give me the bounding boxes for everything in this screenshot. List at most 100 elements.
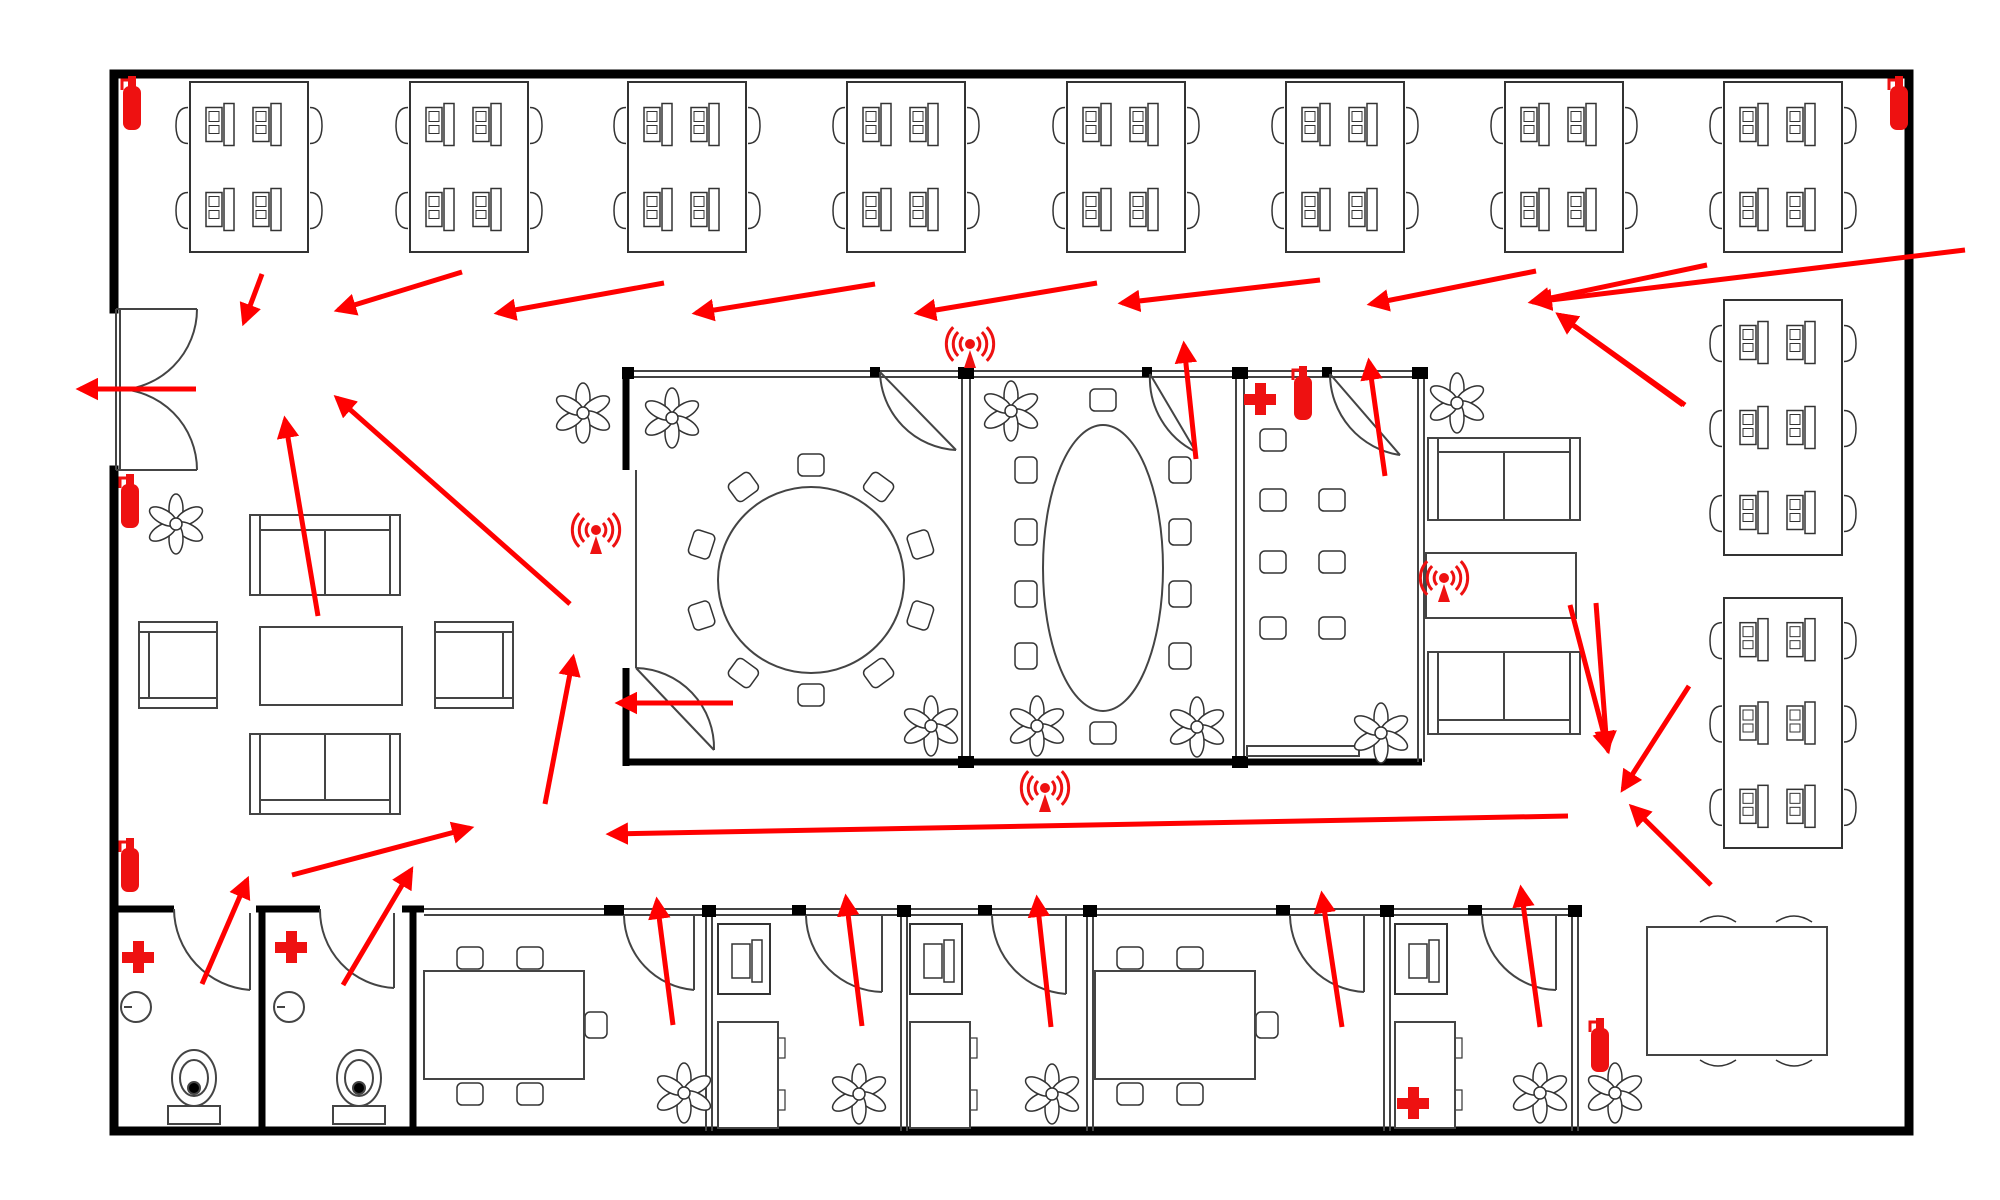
fire-extinguisher-icon — [118, 474, 139, 528]
workstation-cluster — [1052, 81, 1200, 253]
reception-desk — [1646, 926, 1828, 1056]
workstation-cluster — [395, 81, 543, 253]
alarm-beacon-icon — [570, 512, 622, 554]
office-table — [423, 970, 585, 1080]
potted-plant-icon — [903, 695, 959, 757]
evacuation-arrow — [1117, 277, 1321, 313]
evacuation-arrow — [340, 866, 414, 987]
fire-extinguisher-icon — [120, 76, 141, 130]
lounge-area — [138, 437, 1581, 815]
evacuation-arrow — [1567, 604, 1615, 755]
workstation-cluster — [1709, 299, 1857, 556]
office-table — [1094, 970, 1256, 1080]
potted-plant-icon — [1512, 1062, 1568, 1124]
evacuation-arrow — [1512, 884, 1543, 1028]
potted-plant-icon — [1024, 1063, 1080, 1125]
filing-cabinet — [1394, 1021, 1456, 1129]
potted-plant-icon — [831, 1063, 887, 1125]
potted-plant-icon — [644, 387, 700, 449]
potted-plants — [148, 372, 1643, 1125]
meeting-room-doors[interactable] — [635, 371, 1401, 751]
potted-plant-icon — [1009, 695, 1065, 757]
evacuation-arrow — [1366, 268, 1537, 312]
workstation-cluster — [1490, 81, 1638, 253]
evacuation-arrow — [1529, 247, 1966, 312]
evacuation-arrow — [1527, 262, 1708, 310]
evacuation-arrow — [542, 653, 581, 805]
potted-plant-icon — [1169, 696, 1225, 758]
evacuation-arrow — [648, 896, 676, 1026]
evacuation-arrow — [493, 280, 665, 321]
armchair — [434, 621, 514, 709]
fire-extinguisher-icon — [1588, 1018, 1609, 1072]
restroom-fixtures — [120, 991, 386, 1125]
meeting-chairs — [456, 388, 1463, 1111]
workstation-cluster — [175, 81, 323, 253]
evacuation-arrow — [837, 893, 865, 1027]
sink — [120, 991, 152, 1023]
workstation-cluster — [1271, 81, 1419, 253]
filing-cabinet — [909, 1021, 971, 1129]
office-furniture — [423, 926, 1828, 1129]
sofa — [1427, 651, 1581, 735]
first-aid-cross-icon — [1397, 1087, 1429, 1119]
round-meeting-table — [717, 486, 905, 674]
evacuation-arrow — [1174, 340, 1199, 460]
sink — [273, 991, 305, 1023]
evacuation-arrow — [239, 273, 265, 327]
evacuation-arrow — [199, 875, 251, 985]
evacuation-arrow — [1313, 890, 1345, 1028]
evacuation-arrow — [1593, 602, 1617, 754]
potted-plant-icon — [1353, 702, 1409, 764]
evacuation-arrow — [605, 813, 1569, 845]
evacuation-arrow — [1555, 312, 1687, 408]
armchair — [138, 621, 218, 709]
alarm-beacon-icon — [1019, 770, 1071, 812]
first-aid-cross-icon — [1244, 383, 1276, 415]
safety-equipment — [118, 76, 1908, 1119]
workstation-cluster — [832, 81, 980, 253]
first-aid-cross-icon — [275, 931, 307, 963]
training-room-tv — [1246, 745, 1360, 757]
evacuation-arrow — [291, 821, 475, 878]
potted-plant-icon — [555, 382, 611, 444]
potted-plant-icon — [148, 493, 204, 555]
evacuation-arrow — [1027, 894, 1054, 1028]
toilet — [167, 1049, 221, 1125]
workstation-cluster — [613, 81, 761, 253]
sofa — [1427, 437, 1581, 521]
alarm-beacon-icon — [944, 326, 996, 368]
filing-cabinet — [717, 1021, 779, 1129]
evacuation-arrow — [913, 280, 1098, 322]
sofa — [249, 514, 401, 596]
first-aid-cross-icon — [122, 941, 154, 973]
potted-plant-icon — [1429, 372, 1485, 434]
potted-plant-icon — [1587, 1062, 1643, 1124]
side-table — [1425, 552, 1577, 619]
evacuation-arrow — [333, 395, 572, 606]
lower-wing — [114, 905, 1582, 1131]
workstation-cluster — [1709, 597, 1857, 849]
toilet — [332, 1049, 386, 1125]
sofa — [249, 733, 401, 815]
evacuation-routes — [75, 247, 1966, 1028]
evacuation-arrow — [276, 415, 321, 617]
evacuation-arrow — [333, 269, 463, 316]
fire-extinguisher-icon — [1291, 366, 1312, 420]
fire-extinguisher-icon — [1887, 76, 1908, 130]
office-desks — [717, 923, 1448, 995]
evacuation-arrow — [1628, 803, 1713, 887]
office-doors[interactable] — [173, 908, 1557, 995]
coffee-table — [259, 626, 403, 706]
potted-plant-icon — [656, 1062, 712, 1124]
evacuation-arrow — [1620, 684, 1692, 793]
alarm-beacon-icon — [1418, 560, 1470, 602]
workstation-cluster — [1709, 81, 1857, 253]
fire-extinguisher-icon — [118, 838, 139, 892]
potted-plant-icon — [983, 380, 1039, 442]
outer-walls — [109, 69, 1914, 1136]
oval-conference-table — [1042, 424, 1164, 712]
evacuation-arrow — [691, 281, 876, 322]
evacuation-arrow — [1360, 357, 1388, 477]
